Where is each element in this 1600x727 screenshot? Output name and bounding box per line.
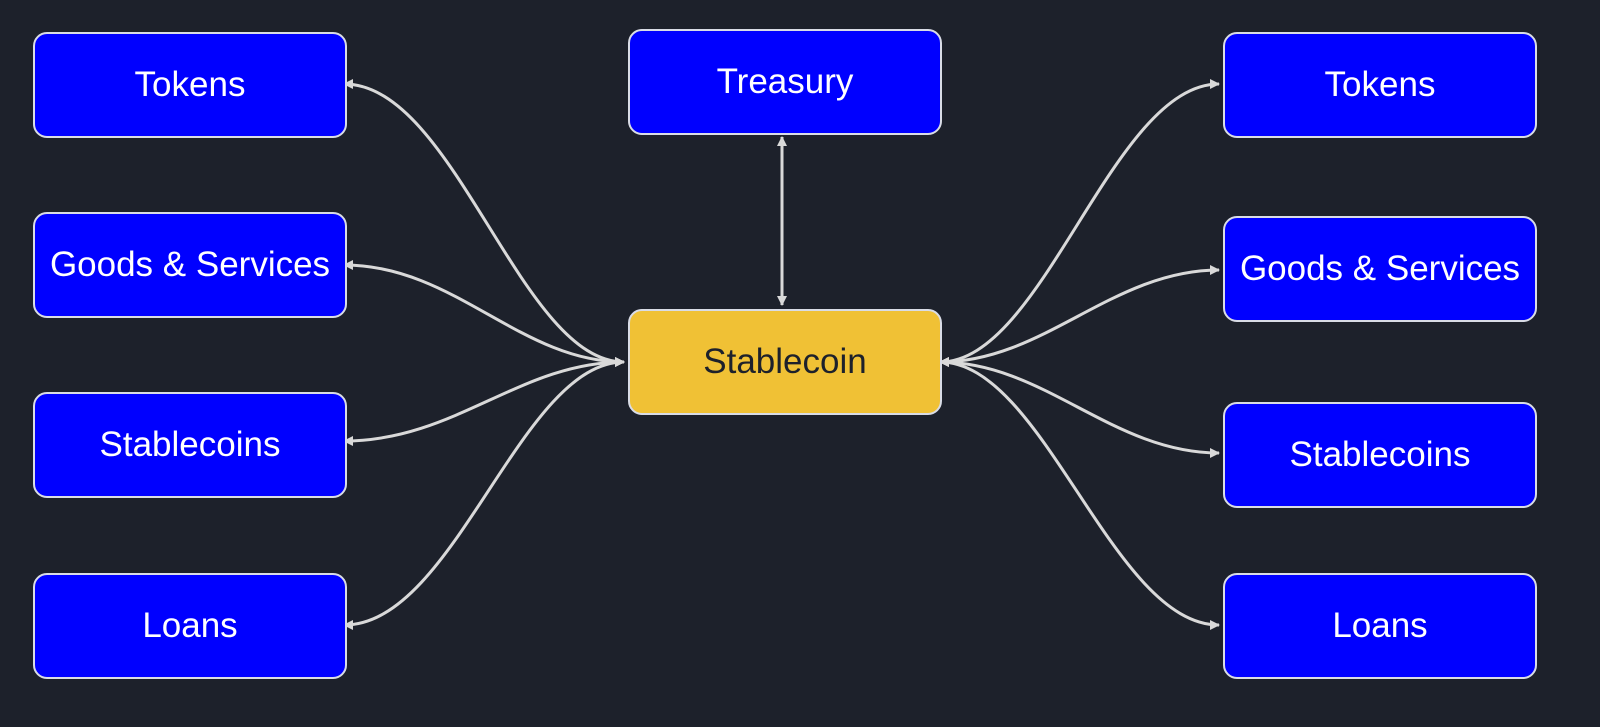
node-label: Tokens xyxy=(1324,65,1436,104)
node-right-goods-services: Goods & Services xyxy=(1223,216,1537,322)
node-label: Treasury xyxy=(716,62,854,101)
node-label: Stablecoin xyxy=(703,342,867,381)
node-left-tokens: Tokens xyxy=(33,32,347,138)
node-stablecoin: Stablecoin xyxy=(628,309,942,415)
node-label: Stablecoins xyxy=(99,425,281,464)
node-treasury: Treasury xyxy=(628,29,942,135)
node-label: Tokens xyxy=(134,65,246,104)
node-label: Goods & Services xyxy=(1239,249,1521,288)
node-label: Goods & Services xyxy=(49,245,331,284)
node-left-loans: Loans xyxy=(33,573,347,679)
node-left-goods-services: Goods & Services xyxy=(33,212,347,318)
edge-stablecoin-left-loans xyxy=(343,357,625,630)
node-right-loans: Loans xyxy=(1223,573,1537,679)
edge-stablecoin-right-loans xyxy=(939,357,1220,630)
edge-stablecoin-left-tokens xyxy=(343,79,625,367)
node-right-stablecoins: Stablecoins xyxy=(1223,402,1537,508)
node-label: Stablecoins xyxy=(1289,435,1471,474)
node-right-tokens: Tokens xyxy=(1223,32,1537,138)
node-label: Loans xyxy=(142,606,238,645)
node-left-stablecoins: Stablecoins xyxy=(33,392,347,498)
edges xyxy=(343,79,1220,630)
node-label: Loans xyxy=(1332,606,1428,645)
edge-stablecoin-right-tokens xyxy=(939,79,1220,367)
edge-stablecoin-left-stablecoins xyxy=(343,357,625,446)
